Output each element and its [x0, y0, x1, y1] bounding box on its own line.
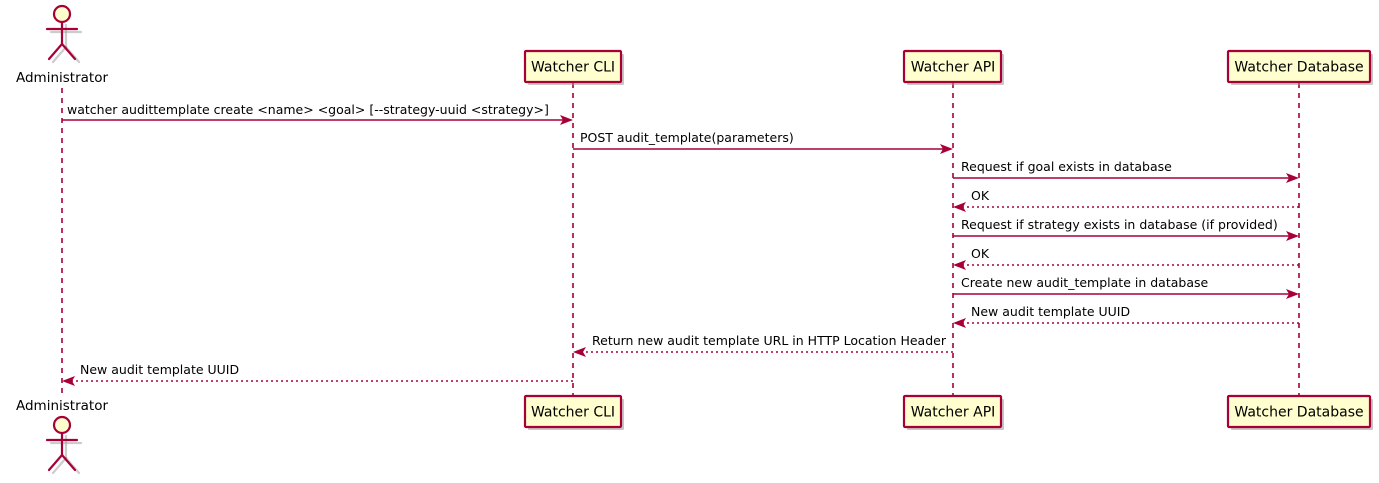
- participant-label-watcher-database-bottom: Watcher Database: [1234, 405, 1363, 421]
- participant-label-watcher-cli-top: Watcher CLI: [531, 60, 615, 76]
- message-1-arrowhead-right-icon: [560, 115, 573, 125]
- message-9-arrowhead-left-icon: [573, 347, 586, 357]
- message-3-arrowhead-right-icon: [1286, 173, 1299, 183]
- actor-administrator-top[interactable]: Administrator: [16, 4, 108, 86]
- message-8[interactable]: New audit template UUID: [953, 304, 1299, 328]
- message-6-arrowhead-left-icon: [953, 260, 966, 270]
- message-6-label: OK: [971, 246, 990, 261]
- actor-leg-right: [60, 42, 77, 61]
- participant-label-watcher-cli-bottom: Watcher CLI: [531, 405, 615, 421]
- actor-top-shadow: [49, 23, 83, 64]
- participant-label-watcher-api-top: Watcher API: [911, 60, 996, 76]
- actor-head-icon: [52, 4, 72, 24]
- participant-label-watcher-api-bottom: Watcher API: [911, 405, 996, 421]
- participant-box-api-bottom[interactable]: [902, 394, 1003, 429]
- participant-box-db-bottom[interactable]: [1226, 394, 1372, 429]
- message-3[interactable]: Request if goal exists in database: [953, 159, 1299, 183]
- participant-watcher-database-top[interactable]: Watcher Database: [1226, 49, 1373, 85]
- message-7-label: Create new audit_template in database: [961, 275, 1208, 290]
- actor-leg-left: [47, 42, 64, 61]
- participant-box-cli-bottom[interactable]: [523, 394, 623, 429]
- message-3-label: Request if goal exists in database: [961, 159, 1172, 174]
- message-7-arrowhead-right-icon: [1286, 289, 1299, 299]
- message-1-label: watcher audittemplate create <name> <goa…: [67, 102, 549, 117]
- messages: watcher audittemplate create <name> <goa…: [62, 102, 1299, 386]
- message-5-arrowhead-right-icon: [1286, 231, 1299, 241]
- message-8-arrowhead-left-icon: [953, 318, 966, 328]
- message-1[interactable]: watcher audittemplate create <name> <goa…: [62, 102, 573, 125]
- message-10-label: New audit template UUID: [80, 362, 239, 377]
- actor-label-administrator-bottom: Administrator: [16, 398, 108, 414]
- actor-leg-right-bottom: [60, 453, 77, 472]
- message-5[interactable]: Request if strategy exists in database (…: [953, 217, 1299, 241]
- message-5-label: Request if strategy exists in database (…: [961, 217, 1278, 232]
- participant-watcher-database-bottom[interactable]: Watcher Database: [1226, 394, 1373, 430]
- message-2[interactable]: POST audit_template(parameters): [573, 130, 953, 154]
- message-9[interactable]: Return new audit template URL in HTTP Lo…: [573, 333, 953, 357]
- message-9-label: Return new audit template URL in HTTP Lo…: [592, 333, 947, 348]
- message-8-label: New audit template UUID: [971, 304, 1130, 319]
- actor-bottom-shadow: [49, 434, 83, 475]
- participant-label-watcher-database-top: Watcher Database: [1234, 60, 1363, 76]
- message-4-label: OK: [971, 188, 990, 203]
- participant-box-db-top[interactable]: [1226, 49, 1372, 84]
- lifelines: [61, 83, 1300, 396]
- actor-label-administrator-top: Administrator: [16, 70, 108, 86]
- actor-head-icon-bottom: [52, 415, 72, 435]
- message-2-label: POST audit_template(parameters): [580, 130, 794, 145]
- message-2-arrowhead-right-icon: [940, 144, 953, 154]
- message-10-arrowhead-left-icon: [62, 376, 75, 386]
- actor-administrator-bottom[interactable]: Administrator: [16, 398, 108, 475]
- participant-watcher-cli-bottom[interactable]: Watcher CLI: [523, 394, 624, 430]
- participant-watcher-api-top[interactable]: Watcher API: [902, 49, 1004, 85]
- participant-watcher-cli-top[interactable]: Watcher CLI: [523, 49, 624, 85]
- participant-watcher-api-bottom[interactable]: Watcher API: [902, 394, 1004, 430]
- actor-leg-left-bottom: [47, 453, 64, 472]
- participant-box-api-top[interactable]: [902, 49, 1003, 84]
- message-6[interactable]: OK: [953, 246, 1299, 270]
- message-4[interactable]: OK: [953, 188, 1299, 212]
- message-4-arrowhead-left-icon: [953, 202, 966, 212]
- message-10[interactable]: New audit template UUID: [62, 362, 573, 386]
- participant-box-cli-top[interactable]: [523, 49, 623, 84]
- message-7[interactable]: Create new audit_template in database: [953, 275, 1299, 299]
